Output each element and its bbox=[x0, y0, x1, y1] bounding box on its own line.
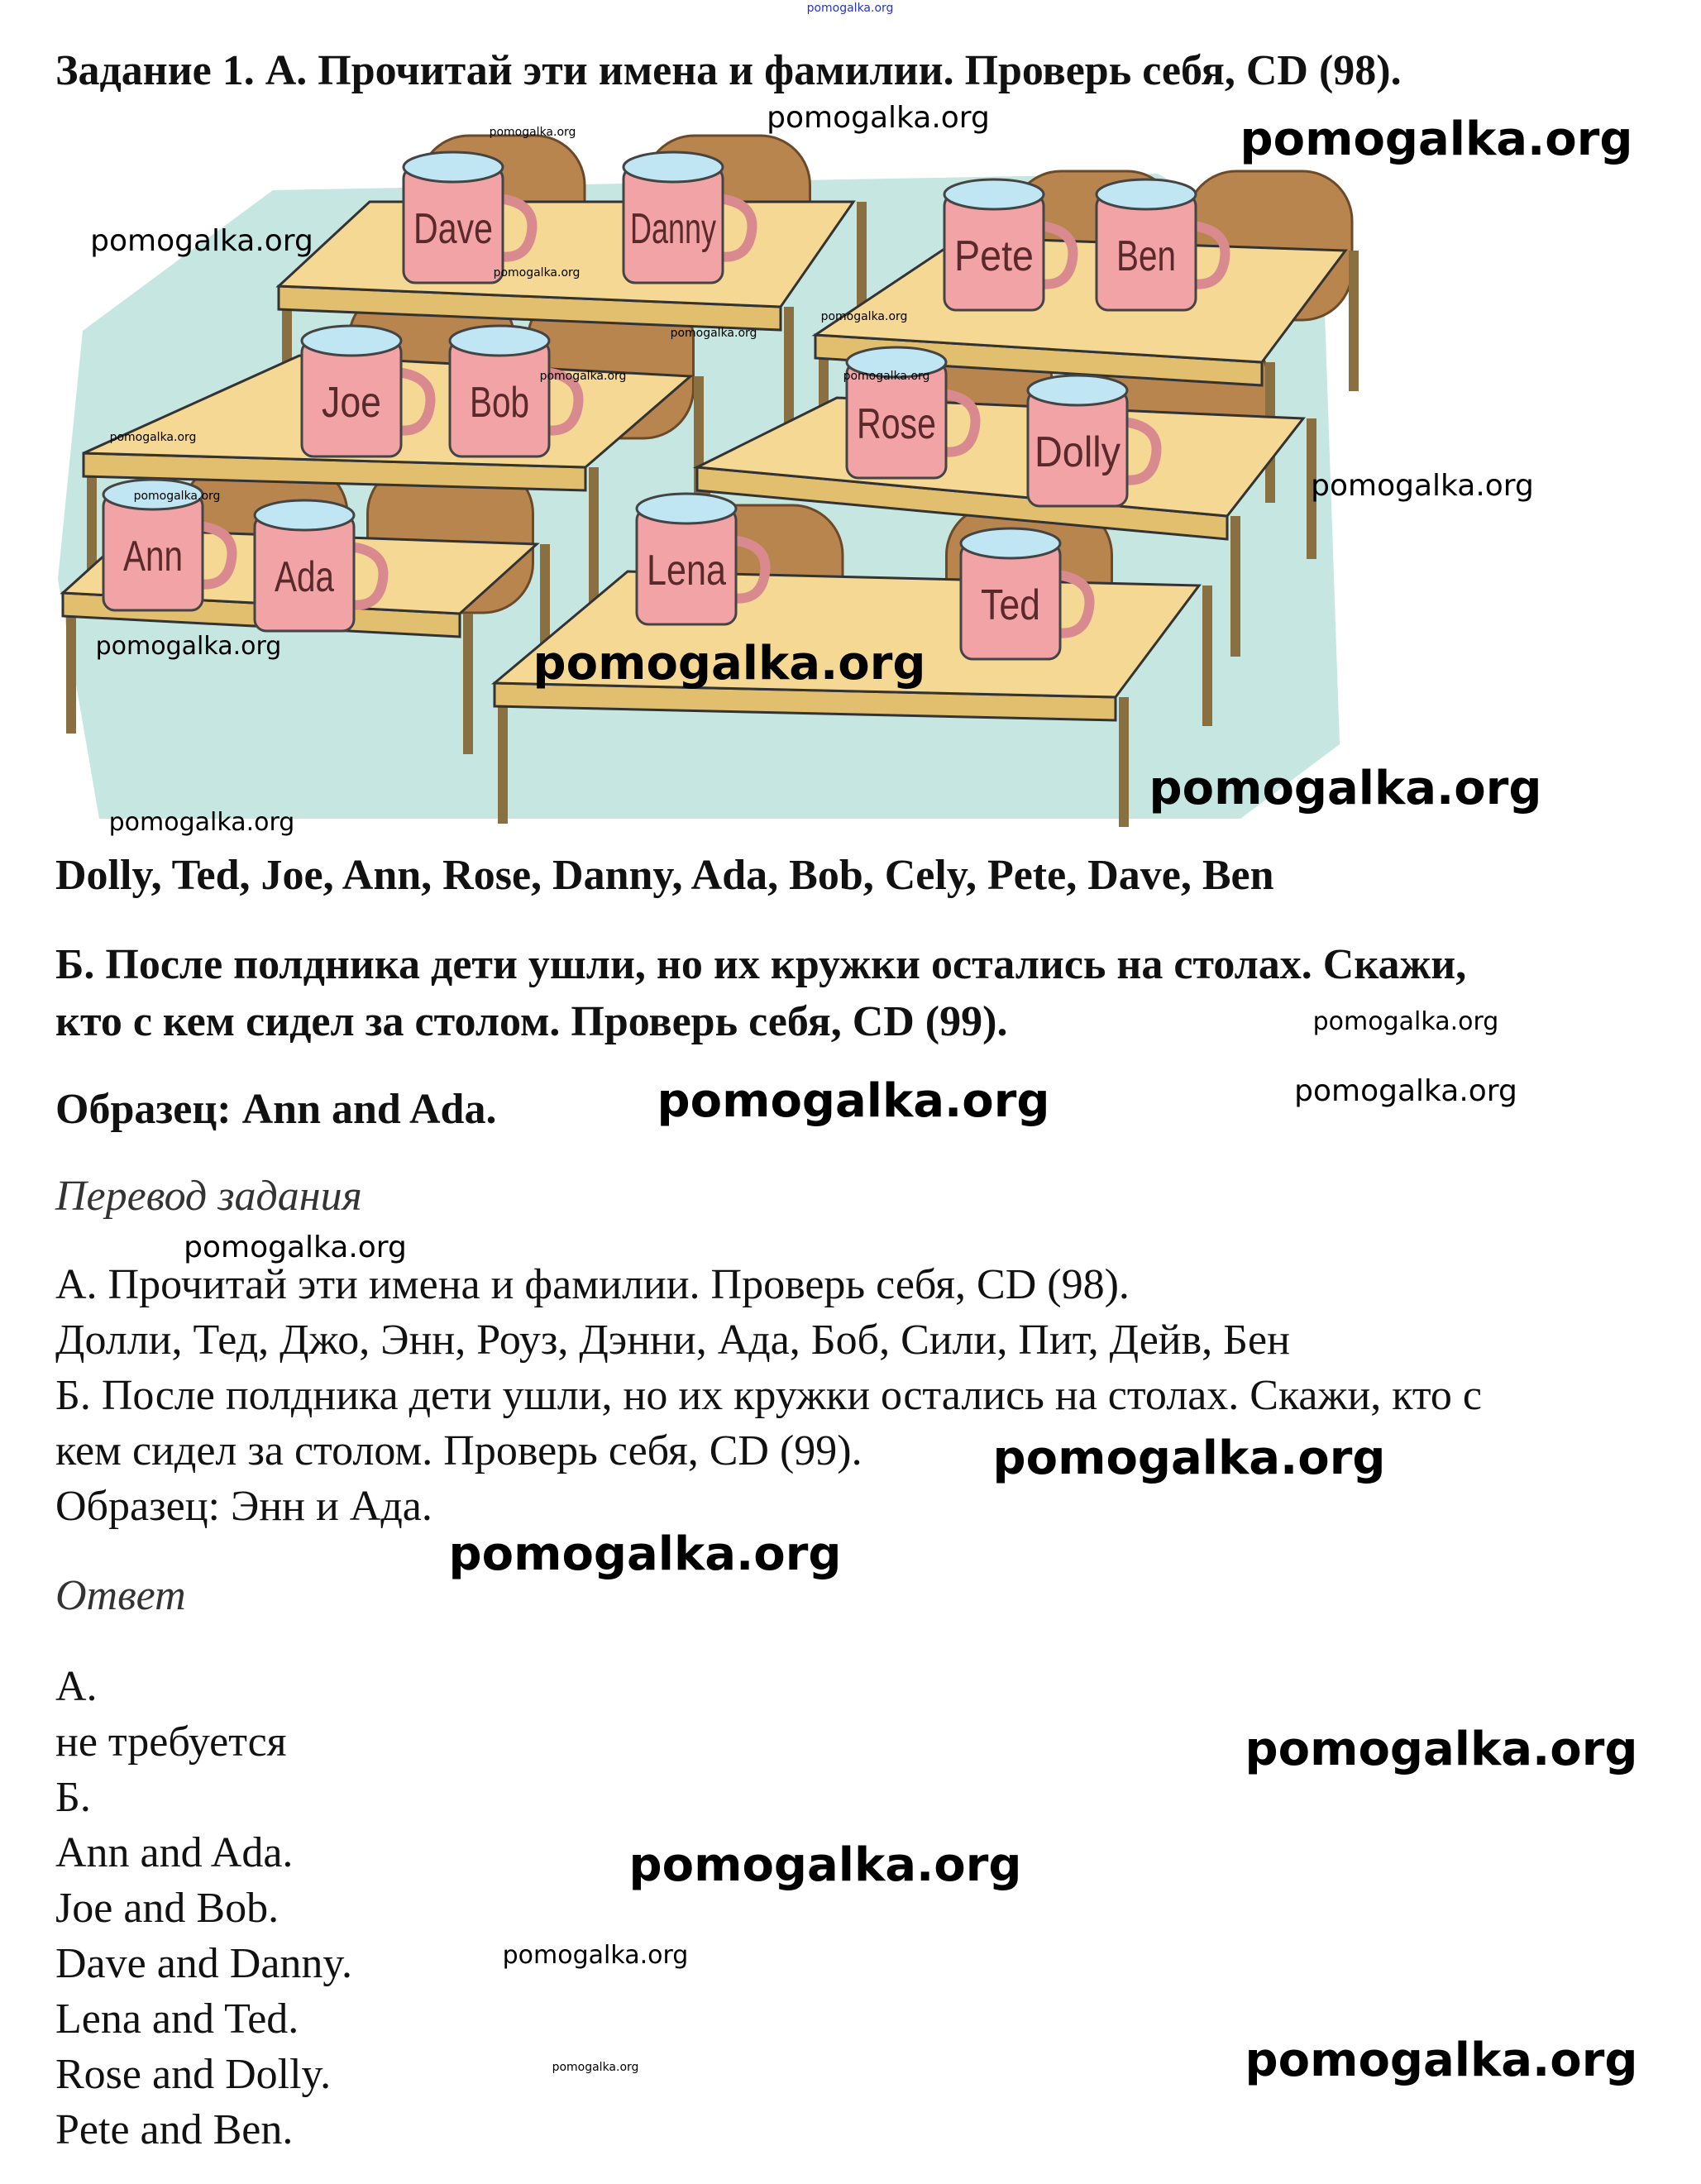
mug-label: Ben bbox=[1116, 232, 1176, 280]
watermark: pomogalka.org bbox=[539, 370, 627, 383]
answer-line: Joe and Bob. bbox=[55, 1885, 280, 1932]
answer-line: Б. bbox=[55, 1774, 91, 1821]
watermark: pomogalka.org bbox=[670, 327, 757, 340]
answer-line: Dave and Danny. bbox=[55, 1940, 353, 1987]
watermark: pomogalka.org bbox=[767, 101, 990, 135]
watermark: pomogalka.org bbox=[992, 1431, 1386, 1485]
names-list: Dolly, Ted, Joe, Ann, Rose, Danny, Ada, … bbox=[55, 852, 1274, 899]
watermark: pomogalka.org bbox=[133, 490, 221, 503]
watermark: pomogalka.org bbox=[502, 1941, 689, 1970]
translation-heading: Перевод задания bbox=[55, 1173, 362, 1220]
answer-line: Lena and Ted. bbox=[55, 1995, 299, 2043]
watermark: pomogalka.org bbox=[489, 126, 576, 139]
answer-heading: Ответ bbox=[55, 1572, 186, 1619]
answer-line: не требуется bbox=[55, 1718, 287, 1766]
watermark: pomogalka.org bbox=[90, 224, 313, 258]
mug-label: Pete bbox=[954, 232, 1034, 280]
watermark: pomogalka.org bbox=[1240, 112, 1633, 166]
watermark: pomogalka.org bbox=[1149, 762, 1542, 815]
mug-pete: Pete bbox=[943, 178, 1078, 312]
mug-ann: Ann bbox=[102, 478, 237, 612]
mug-rose: Rose bbox=[845, 346, 981, 480]
mug-label: Joe bbox=[322, 379, 381, 427]
watermark: pomogalka.org bbox=[1311, 469, 1534, 503]
watermark: pomogalka.org bbox=[493, 266, 581, 280]
watermark: pomogalka.org bbox=[657, 1074, 1050, 1128]
mug-label: Rose bbox=[857, 400, 936, 448]
watermark: pomogalka.org bbox=[109, 431, 197, 444]
watermark: pomogalka.org bbox=[552, 2061, 639, 2074]
mug-ben: Ben bbox=[1095, 178, 1230, 312]
mug-dave: Dave bbox=[402, 151, 538, 284]
task-b-line-2: кто с кем сидел за столом. Проверь себя,… bbox=[55, 998, 1008, 1045]
translation-line: кем сидел за столом. Проверь себя, CD (9… bbox=[55, 1427, 862, 1474]
watermark: pomogalka.org bbox=[1245, 1723, 1638, 1776]
mug-bob: Bob bbox=[448, 324, 584, 458]
mug-lena: Lena bbox=[635, 492, 771, 626]
answer-line: А. bbox=[55, 1663, 98, 1710]
mug-label: Dave bbox=[413, 205, 493, 253]
mug-danny: Danny bbox=[622, 151, 757, 284]
task-title: Задание 1. А. Прочитай эти имена и фамил… bbox=[55, 47, 1402, 94]
watermark: pomogalka.org bbox=[184, 1231, 407, 1264]
translation-line: Долли, Тед, Джо, Энн, Роуз, Дэнни, Ада, … bbox=[55, 1317, 1290, 1364]
watermark: pomogalka.org bbox=[1294, 1074, 1517, 1108]
mug-label: Ann bbox=[123, 533, 183, 581]
mug-label: Bob bbox=[470, 379, 529, 427]
mug-label: Dolly bbox=[1034, 428, 1120, 476]
watermark: pomogalka.org bbox=[533, 637, 926, 691]
watermark: pomogalka.org bbox=[806, 2, 894, 15]
mug-label: Danny bbox=[630, 205, 716, 253]
watermark: pomogalka.org bbox=[95, 632, 282, 661]
mug-label: Ada bbox=[275, 553, 334, 601]
watermark: pomogalka.org bbox=[1245, 2033, 1638, 2087]
watermark: pomogalka.org bbox=[628, 1838, 1022, 1892]
answer-line: Rose and Dolly. bbox=[55, 2051, 332, 2098]
mug-label: Lena bbox=[647, 547, 726, 595]
mug-ada: Ada bbox=[253, 499, 389, 633]
answer-line: Pete and Ben. bbox=[55, 2106, 294, 2153]
task-b-line-1: Б. После полдника дети ушли, но их кружк… bbox=[55, 941, 1467, 988]
example: Образец: Ann and Ada. bbox=[55, 1086, 497, 1133]
translation-line: Б. После полдника дети ушли, но их кружк… bbox=[55, 1372, 1482, 1419]
mug-joe: Joe bbox=[300, 324, 436, 458]
translation-line: А. Прочитай эти имена и фамилии. Проверь… bbox=[55, 1261, 1130, 1308]
watermark: pomogalka.org bbox=[1312, 1007, 1499, 1036]
watermark: pomogalka.org bbox=[448, 1527, 842, 1581]
answer-line: Ann and Ada. bbox=[55, 1829, 294, 1876]
mug-label: Ted bbox=[981, 581, 1040, 629]
translation-line: Образец: Энн и Ада. bbox=[55, 1483, 432, 1530]
watermark: pomogalka.org bbox=[843, 370, 930, 383]
mug-dolly: Dolly bbox=[1026, 374, 1162, 508]
watermark: pomogalka.org bbox=[820, 310, 908, 323]
watermark: pomogalka.org bbox=[108, 808, 295, 837]
mug-ted: Ted bbox=[959, 527, 1095, 661]
